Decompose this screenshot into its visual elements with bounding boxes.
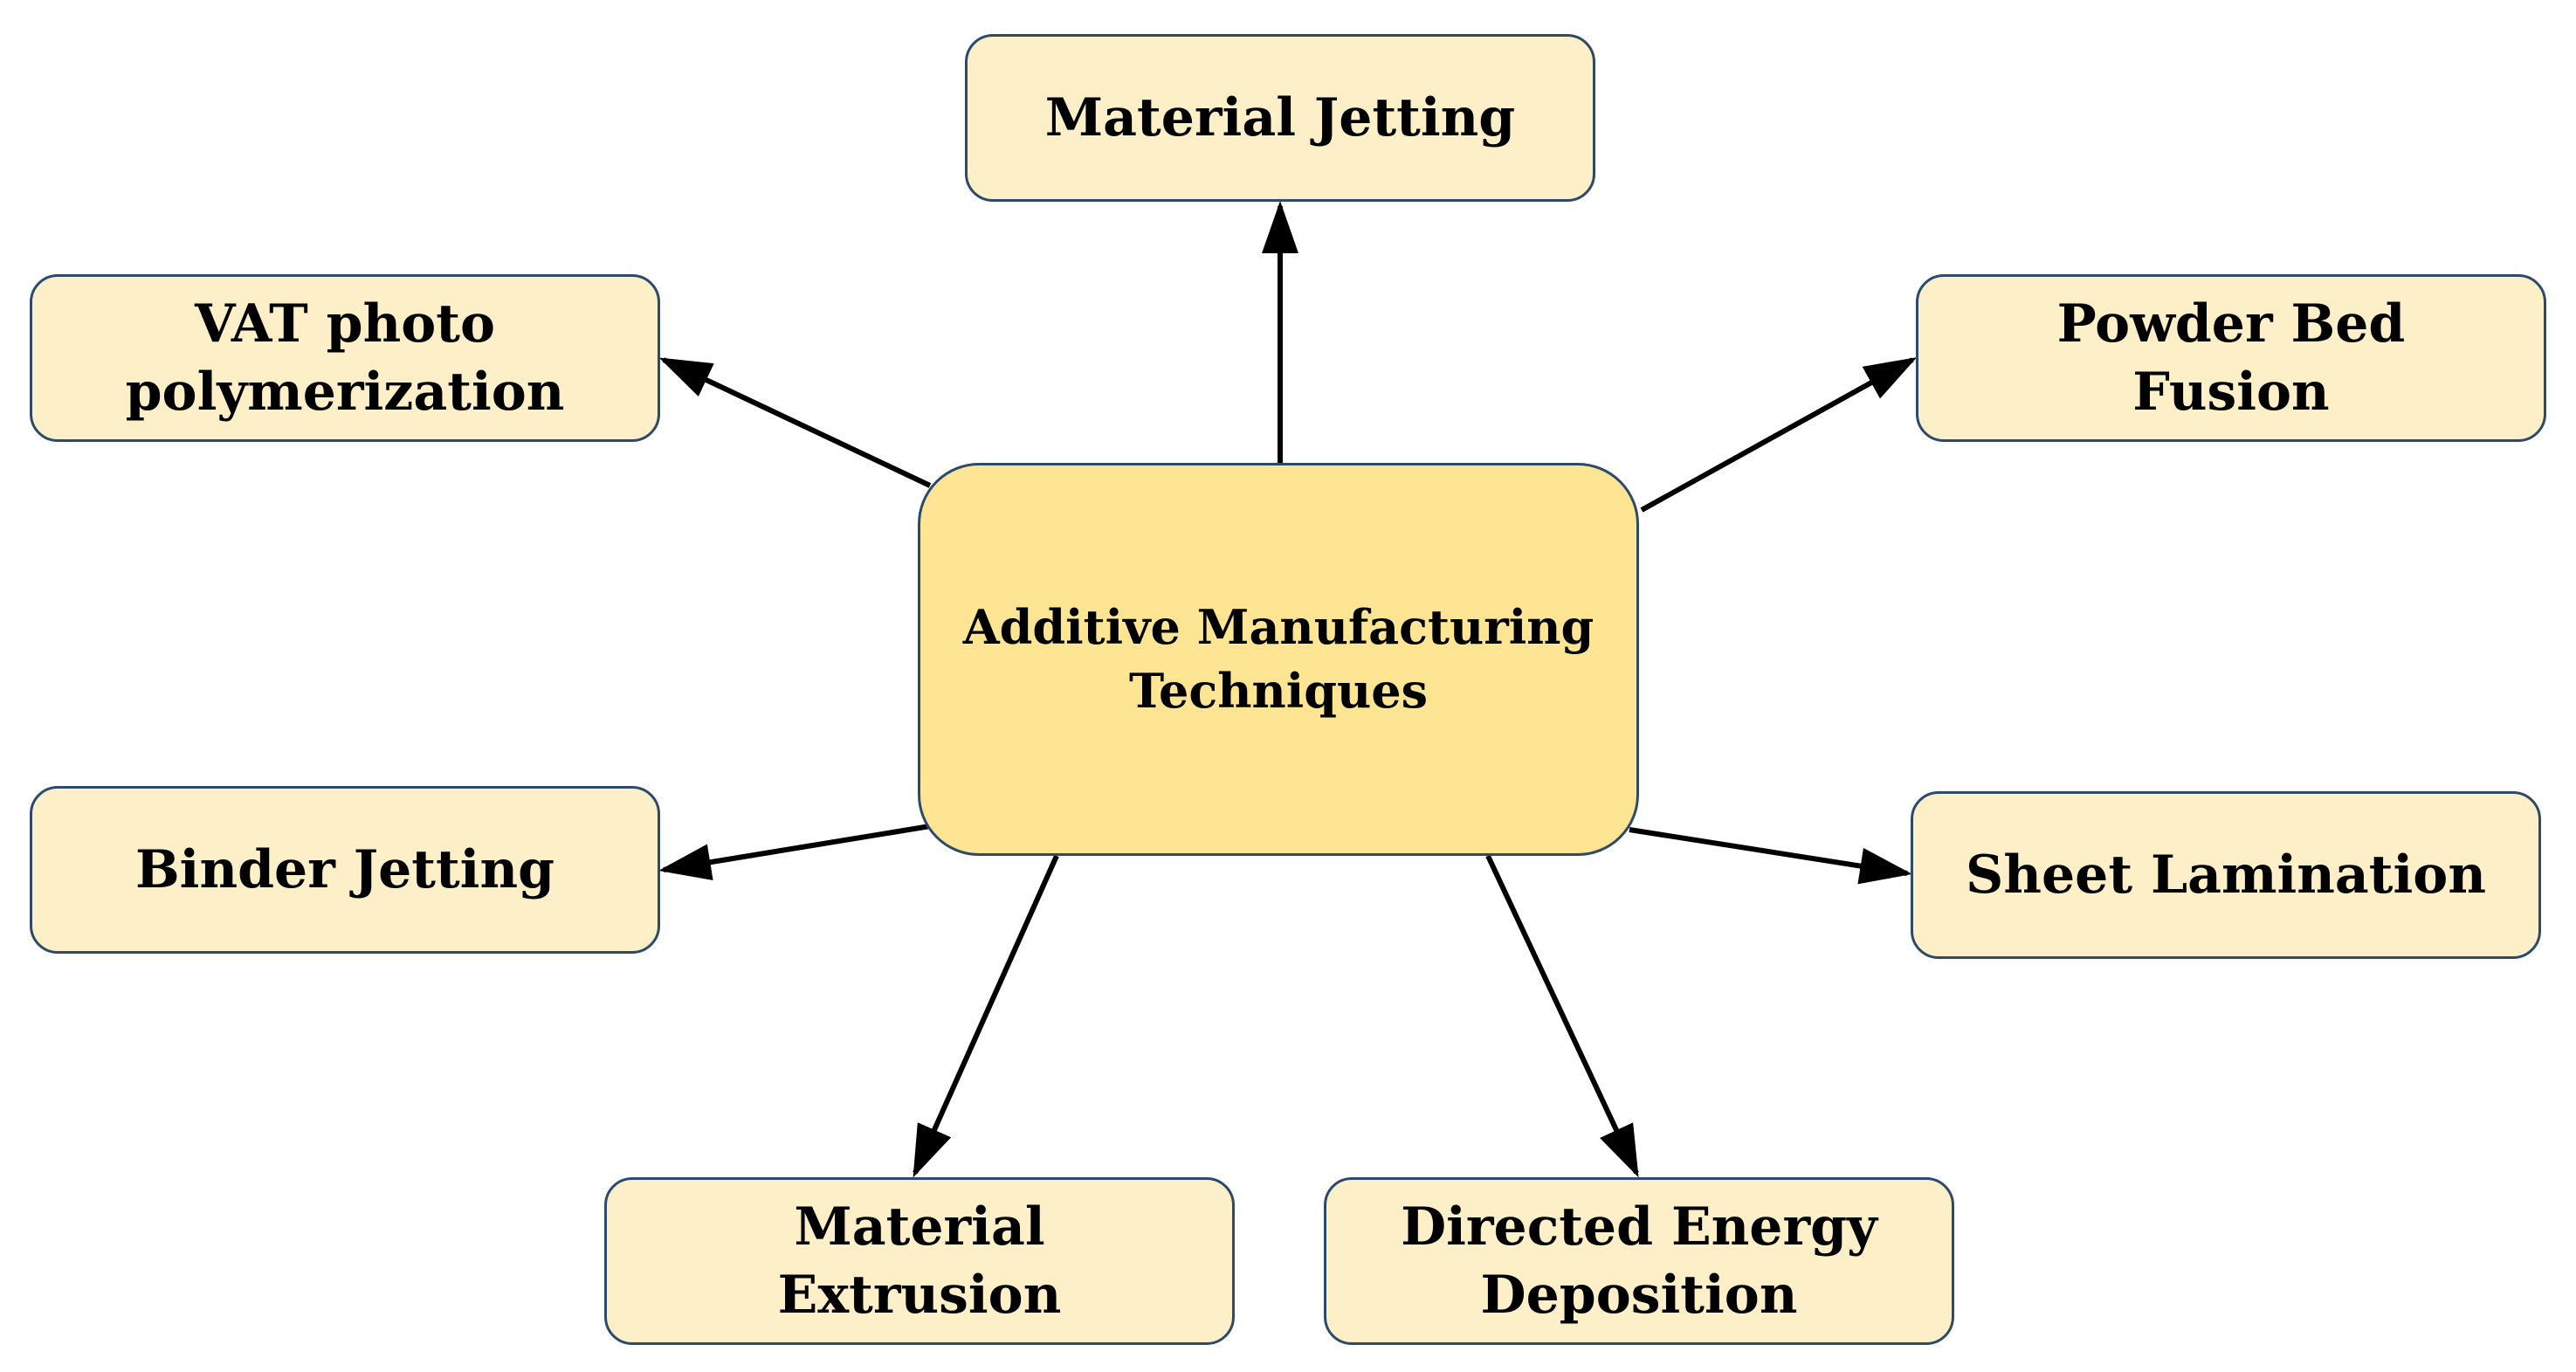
arrow-to-vat-photo-polymerization bbox=[658, 357, 932, 488]
node-powder-bed-fusion: Powder Bed Fusion bbox=[1916, 274, 2546, 442]
arrow-to-powder-bed-fusion bbox=[1640, 357, 1918, 513]
arrow-to-sheet-lamination bbox=[1629, 827, 1912, 885]
node-directed-energy-deposition: Directed Energy Deposition bbox=[1324, 1177, 1954, 1345]
arrow-to-directed-energy-deposition bbox=[1485, 854, 1639, 1178]
node-binder-jetting: Binder Jetting bbox=[30, 786, 660, 954]
node-vat-photo-polymerization: VAT photo polymerization bbox=[30, 274, 660, 442]
arrow-to-material-extrusion bbox=[913, 854, 1059, 1178]
arrow-to-binder-jetting bbox=[658, 824, 931, 880]
node-material-extrusion: Material Extrusion bbox=[604, 1177, 1235, 1345]
center-node: Additive Manufacturing Techniques bbox=[918, 463, 1639, 856]
node-material-jetting: Material Jetting bbox=[965, 34, 1595, 202]
node-sheet-lamination: Sheet Lamination bbox=[1911, 791, 2541, 959]
